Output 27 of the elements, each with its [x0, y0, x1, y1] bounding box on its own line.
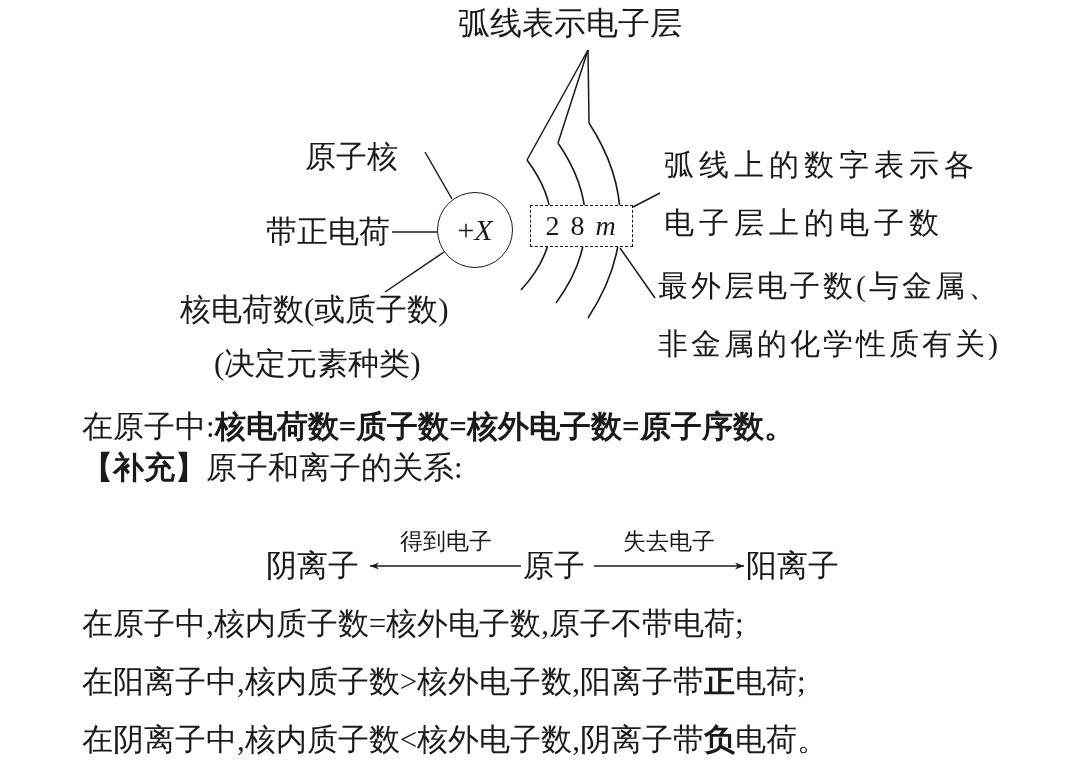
nucleus-symbol: +X: [457, 213, 493, 247]
supplement-heading: 【补充】原子和离子的关系:: [82, 449, 463, 487]
equality-statement: 在原子中:核电荷数=质子数=核外电子数=原子序数。: [82, 408, 795, 446]
nucleus-label: 原子核: [305, 136, 398, 178]
heading-text: 弧线表示电子层: [458, 2, 682, 46]
leader-line: [557, 49, 589, 144]
atom-text: 原子: [523, 545, 585, 587]
cation-text: 阳离子: [746, 545, 839, 587]
atom-statement: 在原子中,核内质子数=核外电子数,原子不带电荷;: [82, 605, 744, 643]
nuclear-charge-label: 核电荷数(或质子数): [180, 291, 449, 329]
charge-label: 带正电荷: [266, 211, 390, 253]
anion-statement: 在阴离子中,核内质子数<核外电子数,阴离子带负电荷。: [82, 721, 828, 759]
element-type-note: (决定元素种类): [213, 345, 422, 383]
leader-line: [391, 231, 438, 233]
leader-line: [632, 192, 661, 208]
dashed-box: [530, 205, 633, 247]
leader-line: [384, 251, 445, 293]
electron-count-text: 2 8 m: [545, 210, 618, 242]
leader-line: [587, 49, 590, 124]
anion-text: 阴离子: [266, 545, 359, 587]
cation-statement: 在阳离子中,核内质子数>核外电子数,阳离子带正电荷;: [82, 663, 806, 701]
leader-line: [424, 151, 453, 200]
arrow: [369, 562, 522, 570]
electron-number-note: 弧线上的数字表示各电子层上的电子数: [664, 136, 994, 252]
arrow: [593, 562, 745, 570]
leader-line: [526, 49, 589, 161]
outer-electron-note: 最外层电子数(与金属、非金属的化学性质有关): [658, 257, 1030, 373]
